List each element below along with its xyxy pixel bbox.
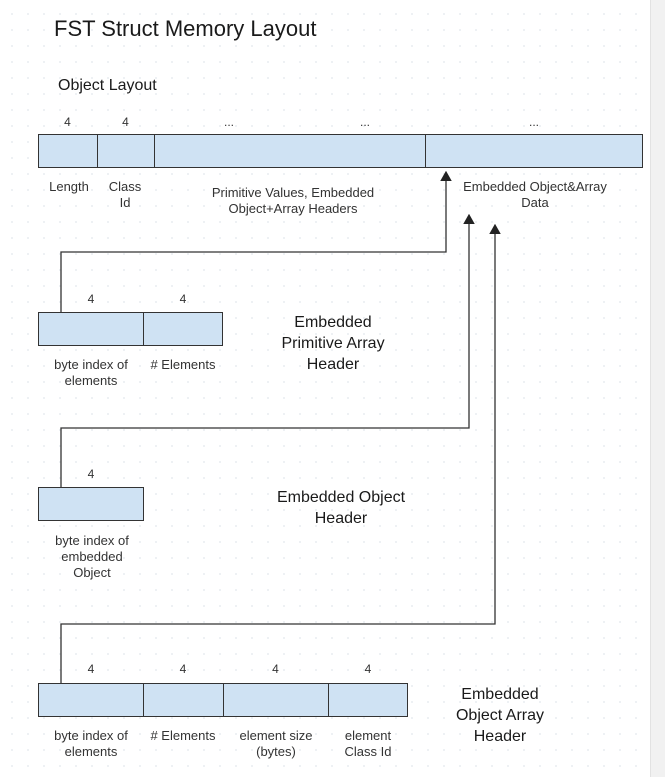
objarr-field-class-id: element Class Id xyxy=(344,728,392,759)
object-cell-class-id xyxy=(97,134,155,168)
object-size-length: 4 xyxy=(64,115,71,129)
objarr-cell-class-id xyxy=(328,683,408,717)
arrow-object-header-to-data xyxy=(60,213,475,487)
object-cell-length xyxy=(38,134,98,168)
objhdr-field-byte-index: byte index of embedded Object xyxy=(55,533,129,580)
object-field-primitive-values: Primitive Values, Embedded Object+Array … xyxy=(211,185,375,216)
object-layout-heading: Object Layout xyxy=(58,77,157,94)
object-size-embedded-data: ... xyxy=(528,115,539,129)
objhdr-cell-byte-index xyxy=(38,487,144,521)
objarr-cell-byte-index xyxy=(38,683,144,717)
objarr-field-elements: # Elements xyxy=(150,728,216,743)
prim-size-elements: 4 xyxy=(179,292,187,306)
object-field-length: Length xyxy=(49,179,89,194)
objarr-size-elements: 4 xyxy=(179,662,187,676)
objarr-size-byte-index: 4 xyxy=(87,662,95,676)
objarr-size-class-id: 4 xyxy=(364,662,372,676)
object-size-primitive-values: ... xyxy=(223,115,234,129)
canvas-grid xyxy=(0,0,651,777)
object-array-header-heading: Embedded Object Array Header xyxy=(455,686,545,745)
prim-field-byte-index: byte index of elements xyxy=(54,357,128,388)
object-field-class-id: Class Id xyxy=(108,179,142,210)
vertical-scrollbar[interactable] xyxy=(650,0,665,777)
objhdr-size-byte-index: 4 xyxy=(87,467,95,481)
objarr-field-byte-index: byte index of elements xyxy=(54,728,128,759)
prim-array-header-heading: Embedded Primitive Array Header xyxy=(281,314,385,373)
prim-cell-elements xyxy=(143,312,223,346)
objarr-size-element-size: 4 xyxy=(272,662,279,676)
objarr-field-element-size: element size (bytes) xyxy=(239,728,313,759)
object-header-heading: Embedded Object Header xyxy=(276,489,406,527)
object-field-embedded-data: Embedded Object&Array Data xyxy=(463,179,607,210)
prim-size-byte-index: 4 xyxy=(87,292,95,306)
prim-field-elements: # Elements xyxy=(150,357,216,372)
page-title: FST Struct Memory Layout xyxy=(54,16,317,41)
prim-cell-byte-index xyxy=(38,312,144,346)
object-size-embedded-headers: ... xyxy=(359,115,370,129)
objarr-cell-element-size xyxy=(223,683,329,717)
object-cell-embedded-data xyxy=(425,134,643,168)
objarr-cell-elements xyxy=(143,683,224,717)
arrow-object-array-header-to-data xyxy=(60,223,501,683)
object-size-class-id: 4 xyxy=(122,115,129,129)
object-cell-primitive-values xyxy=(154,134,426,168)
arrow-prim-header-to-data xyxy=(60,170,452,312)
